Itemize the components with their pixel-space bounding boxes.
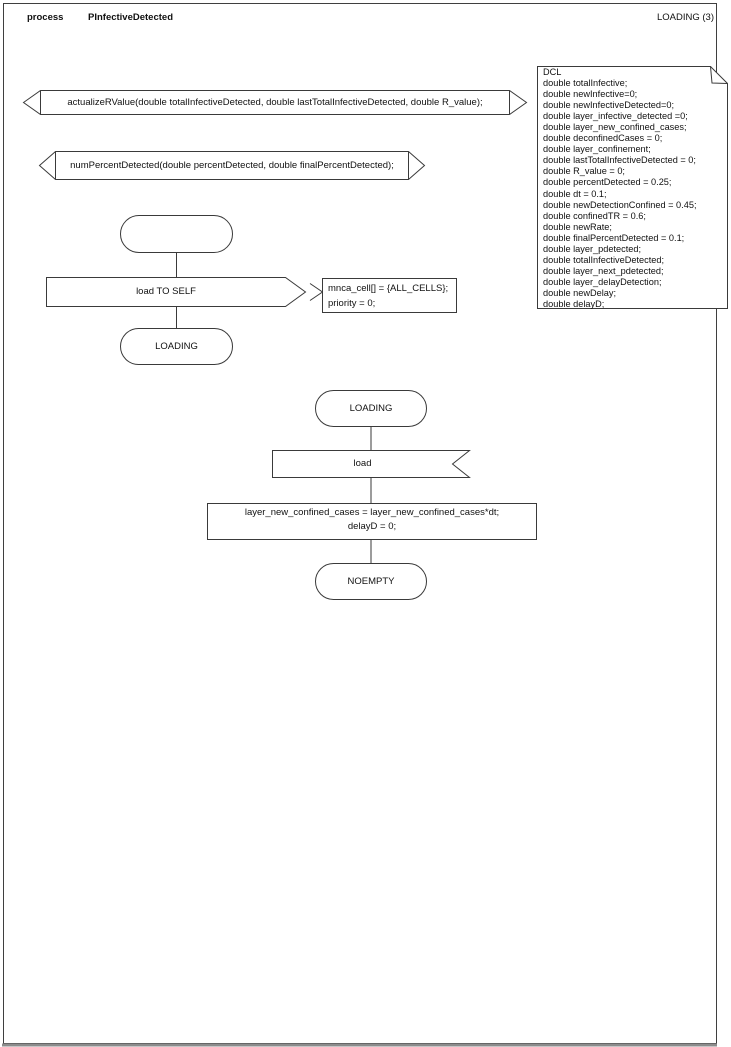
state-noempty-shape [315,563,427,600]
state-loading1-shape [120,328,233,365]
page-state-label: LOADING (3) [656,12,714,23]
procedure2-signature: numPercentDetected(double percentDetecte… [70,159,394,171]
output-load-label: load TO SELF [136,286,196,297]
state-noempty-label: NOEMPTY [347,575,395,587]
task-box-text: layer_new_confined_cases = layer_new_con… [244,507,500,532]
input-load-label: load [353,458,372,469]
declarations-note-shape [537,66,728,309]
comment-box-text: mnca_cell[] = {ALL_CELLS};priority = 0; [328,283,449,309]
declarations-note-fold [710,66,728,84]
start-state-shape [120,215,233,253]
output-load-shape [46,277,307,307]
procedure1-signature: actualizeRValue(double totalInfectiveDet… [67,96,483,108]
input-load-shape [272,450,471,478]
process-name: PInfectiveDetected [88,12,174,23]
process-kind-label: process [27,12,64,23]
comment-box-shape [322,278,457,313]
state-loading1-label: LOADING [155,340,198,352]
state-loading2-label: LOADING [349,402,393,414]
task-box-shape [207,503,537,540]
